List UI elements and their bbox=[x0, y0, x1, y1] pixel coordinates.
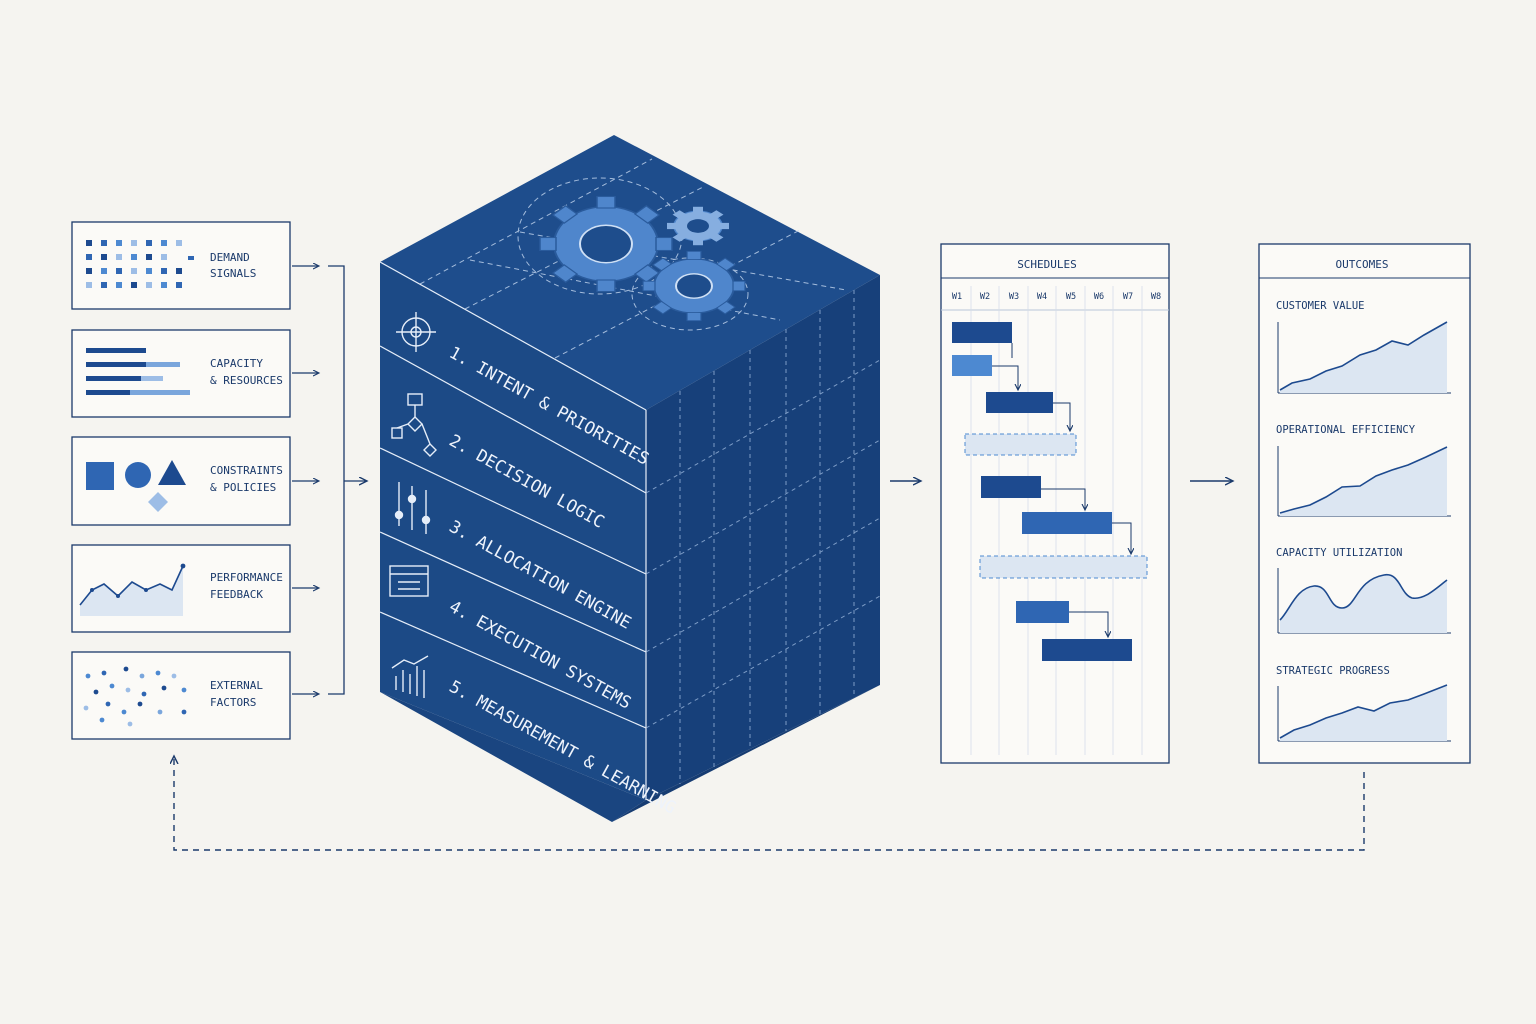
input-card-label-line1: CONSTRAINTS bbox=[210, 464, 283, 477]
input-card-label-line1: PERFORMANCE bbox=[210, 571, 283, 584]
gantt-bars bbox=[952, 322, 1148, 661]
input-card-label-line1: CAPACITY bbox=[210, 357, 263, 370]
feedback-loop-arrow bbox=[174, 757, 1365, 851]
week-label: W3 bbox=[1009, 292, 1019, 302]
gears-icon bbox=[539, 195, 746, 322]
week-label: W4 bbox=[1037, 292, 1047, 302]
outcome-chart-customer-value[interactable]: CUSTOMER VALUE bbox=[1276, 300, 1451, 394]
cube-front-face bbox=[380, 262, 646, 800]
capacity-bars-icon bbox=[86, 348, 190, 395]
input-card-external-factors[interactable]: EXTERNAL FACTORS bbox=[71, 651, 291, 740]
gantt-bar[interactable] bbox=[952, 322, 1012, 343]
input-card-label-line2: & RESOURCES bbox=[210, 374, 283, 387]
outcome-chart-capacity-utilization[interactable]: CAPACITY UTILIZATION bbox=[1276, 547, 1451, 634]
gantt-bar[interactable] bbox=[1016, 601, 1069, 623]
input-panel: DEMAND SIGNALS CAPACITY & RESOURCES bbox=[71, 221, 366, 740]
schedules-panel: SCHEDULES W1 W2 W3 W4 W5 W6 W7 W8 bbox=[940, 243, 1170, 764]
gantt-bar[interactable] bbox=[952, 355, 992, 376]
target-icon bbox=[396, 312, 436, 352]
input-card-constraints-policies[interactable]: CONSTRAINTS & POLICIES bbox=[71, 436, 291, 526]
input-card-label-line2: FACTORS bbox=[210, 696, 256, 709]
week-label: W7 bbox=[1123, 292, 1133, 302]
flowchart-icon bbox=[391, 393, 437, 457]
outcomes-title: OUTCOMES bbox=[1336, 258, 1389, 271]
week-label: W1 bbox=[952, 292, 962, 302]
input-card-performance-feedback[interactable]: PERFORMANCE FEEDBACK bbox=[71, 544, 291, 633]
input-card-label-line2: SIGNALS bbox=[210, 267, 256, 280]
week-label: W8 bbox=[1151, 292, 1161, 302]
outcome-chart-label: CAPACITY UTILIZATION bbox=[1276, 547, 1402, 559]
outcome-chart-label: OPERATIONAL EFFICIENCY bbox=[1276, 424, 1416, 436]
gantt-bar-planned[interactable] bbox=[964, 433, 1077, 456]
sliders-icon bbox=[394, 482, 431, 534]
outcome-chart-label: CUSTOMER VALUE bbox=[1276, 300, 1365, 312]
schedules-title: SCHEDULES bbox=[1017, 258, 1077, 271]
gantt-bar[interactable] bbox=[1022, 512, 1112, 534]
week-label: W2 bbox=[980, 292, 990, 302]
week-label: W6 bbox=[1094, 292, 1104, 302]
shapes-icon bbox=[86, 460, 186, 512]
input-card-label-line2: & POLICIES bbox=[210, 481, 276, 494]
input-card-capacity-resources[interactable]: CAPACITY & RESOURCES bbox=[71, 329, 291, 418]
window-list-icon bbox=[389, 565, 429, 597]
outcome-chart-operational-efficiency[interactable]: OPERATIONAL EFFICIENCY bbox=[1276, 424, 1451, 517]
scatter-dots-icon bbox=[83, 666, 187, 727]
line-chart-icon bbox=[79, 563, 186, 616]
gantt-bar[interactable] bbox=[986, 392, 1053, 413]
cube-side-face bbox=[646, 275, 880, 800]
outcome-chart-label: STRATEGIC PROGRESS bbox=[1276, 665, 1390, 677]
input-connectors bbox=[292, 266, 366, 694]
input-card-demand-signals[interactable]: DEMAND SIGNALS bbox=[71, 221, 291, 310]
gantt-bar[interactable] bbox=[1042, 639, 1132, 661]
gantt-bar[interactable] bbox=[981, 476, 1041, 498]
outcomes-panel: OUTCOMES CUSTOMER VALUE OPERATIONAL EFFI… bbox=[1258, 243, 1471, 764]
input-card-label-line1: DEMAND bbox=[210, 251, 250, 264]
input-card-label-line2: FEEDBACK bbox=[210, 588, 263, 601]
outcome-chart-strategic-progress[interactable]: STRATEGIC PROGRESS bbox=[1276, 665, 1451, 742]
demand-signals-icon bbox=[86, 240, 194, 288]
decision-cube: 1. INTENT & PRIORITIES 2. DECISION LOGIC… bbox=[379, 135, 881, 822]
gantt-dependencies bbox=[992, 343, 1131, 636]
gantt-bar-planned[interactable] bbox=[979, 555, 1148, 579]
bar-trend-icon bbox=[391, 655, 429, 698]
input-card-label-line1: EXTERNAL bbox=[210, 679, 263, 692]
week-label: W5 bbox=[1066, 292, 1076, 302]
